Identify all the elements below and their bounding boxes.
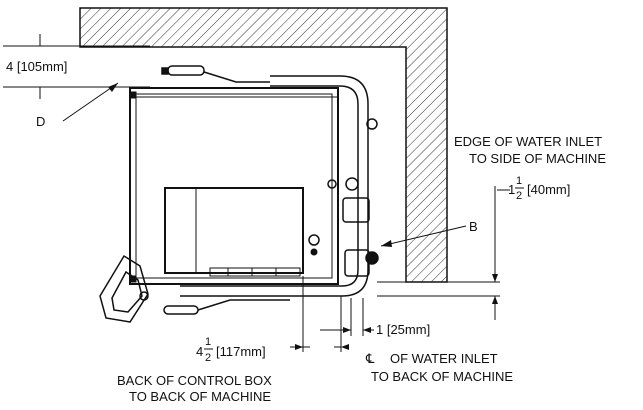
bottom-hose: [163, 299, 290, 315]
control-box: [164, 187, 320, 277]
callout-d-label: D: [36, 114, 45, 129]
edge-dimension: [377, 186, 500, 320]
clearance-dimension-text: 4 [105mm]: [6, 59, 67, 74]
clearance-dimension: [3, 34, 150, 99]
callout-d-leader: [62, 82, 119, 122]
svg-text:℄: ℄: [365, 351, 375, 366]
top-handle: [161, 65, 270, 83]
svg-text:OF WATER INLET: OF WATER INLET: [390, 351, 498, 366]
svg-text:4: 4: [196, 344, 203, 359]
edge-note-line1: EDGE OF WATER INLET: [454, 134, 602, 149]
bottom-dimension-lines: [290, 276, 374, 352]
edge-note-line2: TO SIDE OF MACHINE: [469, 151, 606, 166]
svg-text:1: 1: [205, 336, 211, 348]
svg-text:TO BACK OF MACHINE: TO BACK OF MACHINE: [129, 389, 271, 404]
machine-body: [129, 87, 339, 285]
svg-text:2: 2: [516, 190, 522, 202]
svg-text:1: 1: [508, 182, 515, 197]
control-dimension-text: 4 1 2 [117mm]: [196, 336, 266, 364]
svg-text:[40mm]: [40mm]: [527, 182, 570, 197]
inlet-note: ℄ OF WATER INLET TO BACK OF MACHINE: [365, 351, 513, 384]
svg-text:[117mm]: [117mm]: [216, 344, 266, 359]
wall-hatch: [79, 7, 448, 283]
svg-text:TO BACK OF MACHINE: TO BACK OF MACHINE: [371, 369, 513, 384]
svg-text:2: 2: [205, 352, 211, 364]
edge-dimension-text: 1 1 2 [40mm]: [497, 175, 570, 202]
water-inlet-pipe: [180, 75, 379, 297]
drain-fitting: [99, 254, 149, 323]
callout-b-label: B: [469, 219, 478, 234]
svg-text:1: 1: [516, 175, 522, 187]
callout-b-leader: [380, 225, 467, 247]
control-note: BACK OF CONTROL BOX TO BACK OF MACHINE: [117, 373, 272, 404]
svg-text:BACK OF CONTROL BOX: BACK OF CONTROL BOX: [117, 373, 272, 388]
inlet-dimension-text: 1 [25mm]: [376, 322, 430, 337]
